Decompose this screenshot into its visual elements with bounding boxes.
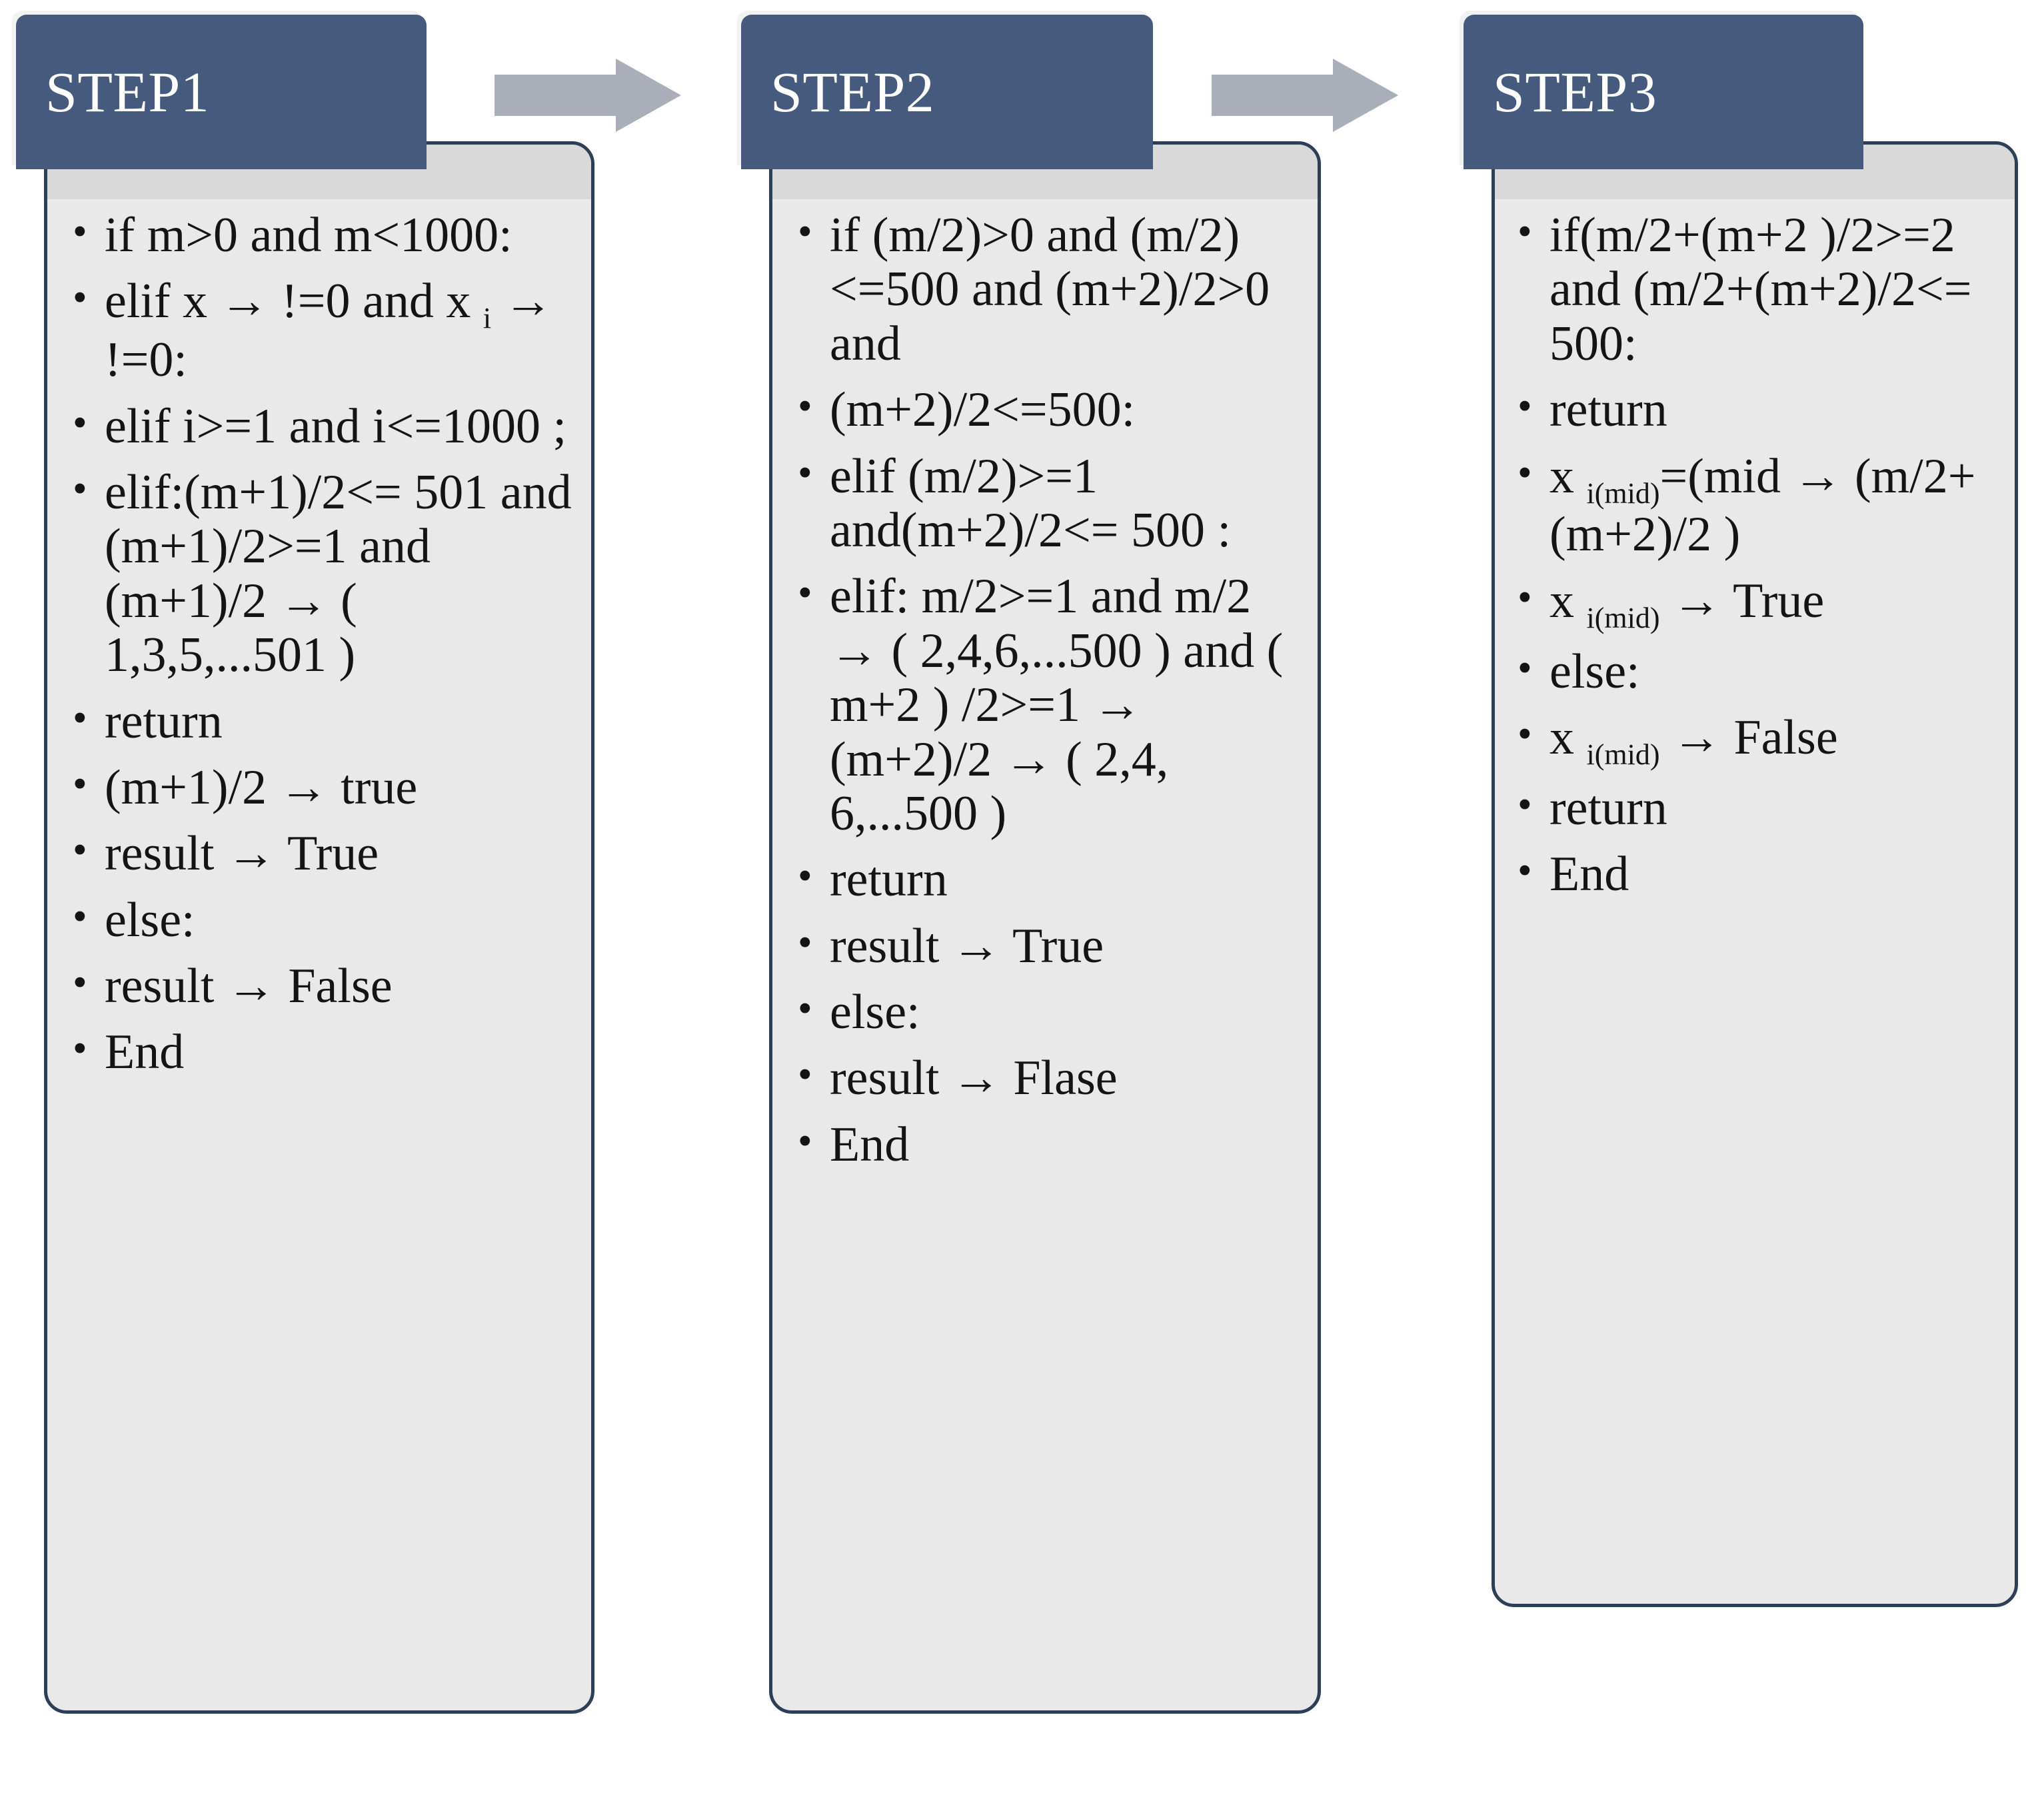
step1-header-label: STEP1 [45,60,210,124]
list-item: return [1510,382,2000,437]
list-item: elif:(m+1)/2<= 501 and (m+1)/2>=1 and (m… [65,464,574,683]
list-item: (m+2)/2<=500: [790,382,1300,437]
step3-card: if(m/2+(m+2 )/2>=2 and (m/2+(m+2)/2<= 50… [1492,141,2018,1607]
step2-bullet-list: if (m/2)>0 and (m/2)<=500 and (m+2)/2>0 … [772,145,1318,1172]
bullet-text-pre: x [1549,710,1587,765]
bullet-text-pre: elif x → !=0 and x [105,274,483,329]
list-item: result → True [65,826,574,881]
list-item: else: [65,892,574,947]
list-item: x i(mid)=(mid → (m/2+(m+2)/2 ) [1510,448,2000,562]
bullet-text-post: → !=0: [105,274,566,388]
step2-header: STEP2 [741,15,1153,169]
list-item: else: [790,984,1300,1039]
right-arrow-icon [495,59,681,132]
right-arrow-icon [1212,59,1398,132]
list-item: End [1510,846,2000,901]
bullet-text-post: → True [1659,573,1825,628]
bullet-subscript: i(mid) [1586,738,1660,771]
list-item: End [790,1117,1300,1172]
arrow-step1-to-step2 [495,59,681,132]
list-item: End [65,1024,574,1079]
list-item: elif: m/2>=1 and m/2 → ( 2,4,6,...500 ) … [790,568,1300,841]
bullet-text-pre: x [1549,448,1587,504]
list-item: if(m/2+(m+2 )/2>=2 and (m/2+(m+2)/2<= 50… [1510,207,2000,371]
bullet-subscript: i(mid) [1586,601,1660,634]
list-item: (m+1)/2 → true [65,760,574,815]
arrow-step2-to-step3 [1212,59,1398,132]
list-item: else: [1510,644,2000,699]
list-item: elif i>=1 and i<=1000 ; [65,398,574,454]
step1-header: STEP1 [16,15,427,169]
list-item: x i(mid) → True [1510,573,2000,634]
bullet-subscript: i [483,302,492,335]
bullet-text-post: =(mid → (m/2+(m+2)/2 ) [1549,448,1976,562]
step3-bullet-list: if(m/2+(m+2 )/2>=2 and (m/2+(m+2)/2<= 50… [1495,145,2015,902]
step1-card: if m>0 and m<1000: elif x → !=0 and x i … [44,141,594,1714]
list-item: result → False [65,958,574,1013]
list-item: if (m/2)>0 and (m/2)<=500 and (m+2)/2>0 … [790,207,1300,371]
list-item: x i(mid) → False [1510,710,2000,771]
step1-bullet-list: if m>0 and m<1000: elif x → !=0 and x i … [47,145,591,1080]
list-item: return [65,694,574,749]
bullet-subscript: i(mid) [1586,476,1660,510]
list-item: elif (m/2)>=1 and(m+2)/2<= 500 : [790,448,1300,558]
step3-header: STEP3 [1464,15,1863,169]
list-item: return [1510,780,2000,836]
step2-card: if (m/2)>0 and (m/2)<=500 and (m+2)/2>0 … [769,141,1321,1714]
list-item: elif x → !=0 and x i → !=0: [65,273,574,388]
list-item: if m>0 and m<1000: [65,207,574,263]
list-item: return [790,852,1300,907]
step2-header-label: STEP2 [770,60,935,124]
list-item: result → Flase [790,1050,1300,1105]
bullet-text-pre: x [1549,573,1587,628]
step3-header-label: STEP3 [1493,60,1657,124]
list-item: result → True [790,918,1300,973]
bullet-text-post: → False [1659,710,1838,765]
